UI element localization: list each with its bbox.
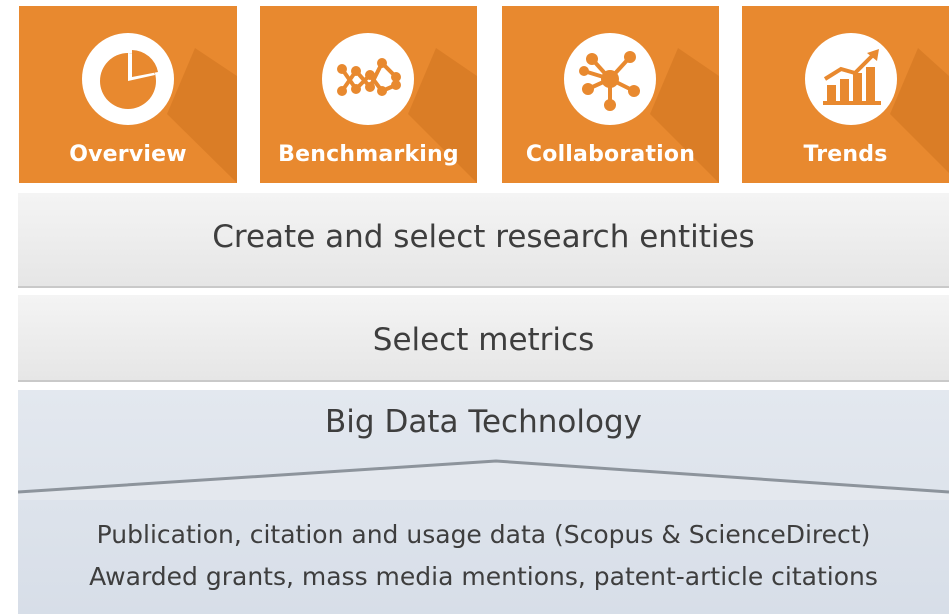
data-sources-line-1: Publication, citation and usage data (Sc…: [96, 520, 871, 549]
trends-icon-circle: [805, 33, 897, 125]
tile-trends[interactable]: Trends: [742, 6, 949, 183]
layer-ridge-divider: [18, 459, 949, 500]
line-graph-icon: [337, 58, 401, 96]
layer-technology-label: Big Data Technology: [325, 404, 642, 440]
tile-label-overview: Overview: [69, 142, 187, 167]
tile-shadow: [408, 48, 477, 183]
benchmarking-icon-circle: [322, 33, 414, 125]
tile-shadow: [890, 48, 949, 173]
layer-big-data: Big Data Technology Publication, citatio…: [18, 390, 949, 614]
tile-label-benchmarking: Benchmarking: [278, 142, 459, 167]
collaboration-icon-circle: [564, 33, 656, 125]
tile-label-collaboration: Collaboration: [525, 142, 696, 167]
tile-overview[interactable]: Overview: [19, 6, 237, 183]
overview-icon-circle: [82, 33, 174, 125]
layer-select-metrics: Select metrics: [18, 295, 949, 382]
network-icon: [579, 51, 640, 111]
trend-bars-icon: [823, 49, 881, 105]
tile-benchmarking[interactable]: Benchmarking: [260, 6, 477, 183]
pie-chart-icon: [100, 50, 158, 109]
layer-entities-label: Create and select research entities: [212, 219, 755, 255]
tile-label-trends: Trends: [803, 142, 888, 167]
layer-create-entities: Create and select research entities: [18, 193, 949, 288]
tile-shadow: [167, 48, 237, 183]
data-sources-line-2: Awarded grants, mass media mentions, pat…: [89, 562, 878, 591]
tile-shadow: [650, 48, 719, 183]
layer-metrics-label: Select metrics: [372, 322, 595, 358]
tile-collaboration[interactable]: Collaboration: [502, 6, 719, 183]
